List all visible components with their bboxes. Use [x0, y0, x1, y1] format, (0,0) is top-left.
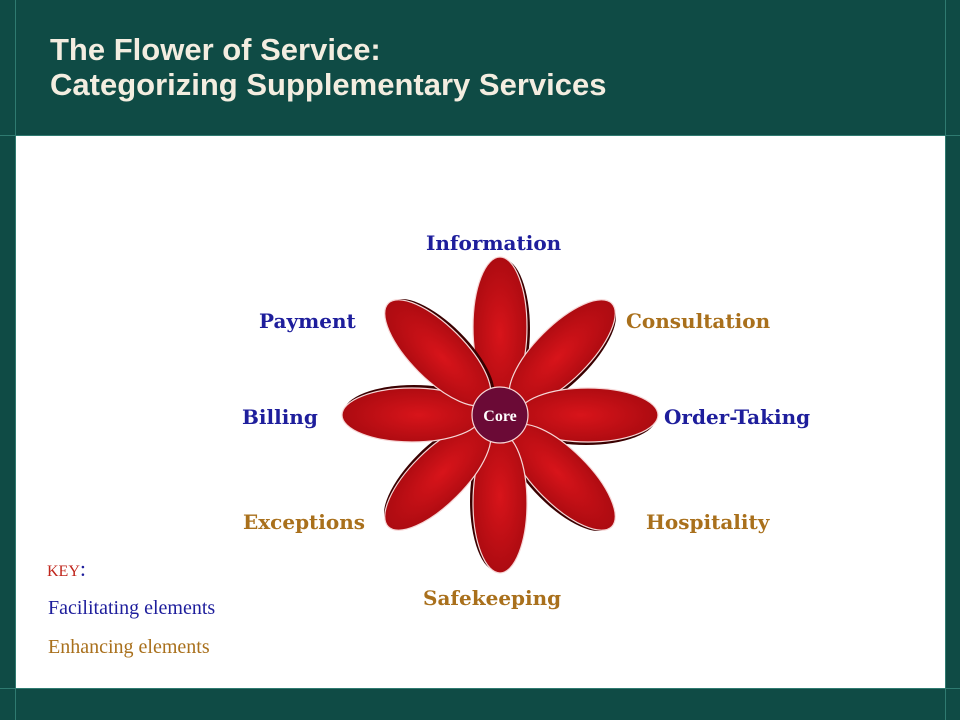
label-consultation: Consultation — [626, 309, 771, 333]
key-facilitating: Facilitating elements — [48, 597, 216, 619]
key-heading-colon: : — [79, 556, 87, 581]
frame-line-top — [0, 135, 960, 136]
key-enhancing: Enhancing elements — [48, 636, 210, 658]
petal-order-taking — [516, 387, 659, 445]
flower-diagram: Core — [341, 256, 659, 574]
petal-information — [472, 256, 530, 399]
frame-line-right — [945, 0, 946, 720]
label-order-taking: Order-Taking — [664, 405, 811, 429]
left-border — [0, 135, 15, 688]
right-border — [945, 135, 960, 688]
core-circle — [471, 386, 529, 444]
petal-safekeeping — [470, 431, 528, 574]
core-label: Core — [483, 408, 516, 425]
slide-title: The Flower of Service: Categorizing Supp… — [50, 32, 606, 102]
label-exceptions: Exceptions — [243, 510, 366, 534]
petal-billing — [341, 385, 484, 443]
label-payment: Payment — [259, 309, 356, 333]
key-heading-text: KEY — [47, 563, 80, 580]
frame-line-left — [15, 0, 16, 720]
frame-line-bottom — [0, 688, 960, 689]
slide-title-line-1: The Flower of Service: — [50, 32, 381, 67]
key-heading: KEY: — [47, 556, 86, 582]
bottom-banner — [0, 688, 960, 720]
slide-title-line-2: Categorizing Supplementary Services — [50, 67, 607, 102]
title-banner — [0, 0, 960, 135]
label-billing: Billing — [242, 405, 318, 429]
label-safekeeping: Safekeeping — [423, 586, 562, 610]
label-information: Information — [426, 231, 562, 255]
label-hospitality: Hospitality — [646, 510, 770, 534]
